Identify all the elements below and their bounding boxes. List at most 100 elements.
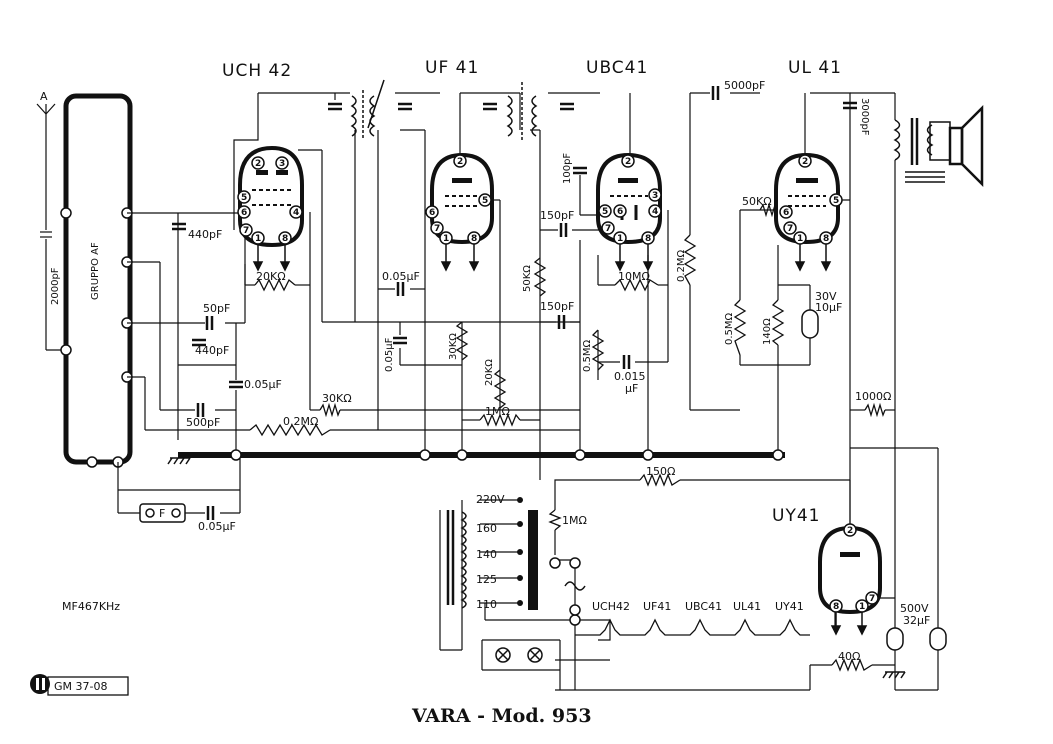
svg-text:0.05µF: 0.05µF: [382, 270, 420, 283]
svg-text:150pF: 150pF: [540, 300, 574, 313]
svg-text:UBC41: UBC41: [685, 600, 722, 613]
svg-text:100pF: 100pF: [562, 153, 573, 184]
gruppo-af-box: [63, 93, 133, 465]
svg-text:110: 110: [476, 598, 497, 611]
svg-text:30KΩ: 30KΩ: [322, 392, 352, 405]
svg-text:440pF: 440pF: [195, 344, 229, 357]
resistors: [249, 202, 886, 672]
svg-text:UF41: UF41: [643, 600, 671, 613]
fuse-icon: [139, 503, 186, 523]
svg-text:20KΩ: 20KΩ: [256, 270, 286, 283]
if-transformers: [350, 79, 538, 140]
svg-text:7: 7: [605, 224, 611, 234]
tube-title-uch42: UCH 42: [222, 61, 292, 81]
electrolytic-caps: [801, 309, 947, 651]
svg-text:150pF: 150pF: [540, 209, 574, 222]
svg-text:5: 5: [833, 196, 839, 206]
svg-text:µF: µF: [625, 382, 638, 395]
svg-text:0.2MΩ: 0.2MΩ: [283, 415, 318, 428]
ground-icons: [167, 457, 906, 679]
mf-frequency-label: MF467KHz: [62, 600, 120, 613]
heater-arrows: [252, 244, 868, 636]
svg-text:6: 6: [241, 208, 247, 218]
svg-text:4: 4: [652, 207, 658, 217]
svg-text:1: 1: [859, 602, 865, 612]
svg-text:8: 8: [823, 234, 829, 244]
svg-text:5: 5: [241, 193, 247, 203]
svg-text:500V: 500V: [900, 602, 929, 615]
svg-text:160: 160: [476, 522, 497, 535]
fuse-label: F: [159, 507, 165, 520]
component-labels: 440pF 20KΩ 50pF 440pF 0.05µF 500pF 30KΩ …: [186, 79, 930, 663]
svg-text:3000pF: 3000pF: [859, 98, 870, 136]
antenna-symbol: [36, 103, 66, 351]
svg-text:0.5MΩ: 0.5MΩ: [724, 312, 735, 345]
tube-title-uf41: UF 41: [425, 58, 479, 78]
heater-labels: UCH42 UF41 UBC41 UL41 UY41: [592, 600, 804, 613]
svg-text:6: 6: [617, 207, 623, 217]
tube-ul41: [774, 152, 840, 245]
svg-text:1: 1: [617, 234, 623, 244]
svg-text:2: 2: [625, 157, 631, 167]
tube-ubc41: [596, 152, 662, 245]
svg-text:125: 125: [476, 573, 497, 586]
svg-text:50KΩ: 50KΩ: [742, 195, 772, 208]
svg-text:150Ω: 150Ω: [646, 465, 675, 478]
svg-text:2: 2: [802, 157, 808, 167]
svg-text:220V: 220V: [476, 493, 505, 506]
tube-pin-labels: 2 3 5 6 4 7 1 8 2 6 5 7 1 8 2 3 5 6 4 7 …: [241, 157, 875, 612]
svg-text:1000Ω: 1000Ω: [855, 390, 891, 403]
svg-text:10µF: 10µF: [815, 301, 842, 314]
svg-text:2: 2: [255, 159, 261, 169]
svg-text:8: 8: [645, 234, 651, 244]
svg-text:140: 140: [476, 548, 497, 561]
output-transformer: [893, 118, 951, 183]
svg-text:0.05µF: 0.05µF: [198, 520, 236, 533]
svg-text:5: 5: [482, 196, 488, 206]
svg-text:6: 6: [429, 208, 435, 218]
svg-text:8: 8: [471, 234, 477, 244]
antenna-label: A: [40, 90, 48, 103]
svg-text:1: 1: [797, 234, 803, 244]
svg-text:0.05µF: 0.05µF: [244, 378, 282, 391]
svg-text:5: 5: [602, 207, 608, 217]
svg-text:20KΩ: 20KΩ: [484, 359, 495, 386]
svg-text:3: 3: [279, 159, 285, 169]
svg-text:40Ω: 40Ω: [838, 650, 860, 663]
svg-text:1: 1: [443, 234, 449, 244]
svg-text:UL41: UL41: [733, 600, 761, 613]
svg-text:UY41: UY41: [775, 600, 804, 613]
svg-text:140Ω: 140Ω: [762, 318, 773, 345]
svg-text:1MΩ: 1MΩ: [485, 405, 510, 418]
svg-text:3: 3: [652, 191, 658, 201]
ac-wave-icon: [564, 581, 586, 591]
svg-text:50KΩ: 50KΩ: [522, 265, 533, 292]
svg-text:0.5MΩ: 0.5MΩ: [582, 339, 593, 372]
mains-terminals: [569, 557, 581, 616]
svg-text:30V: 30V: [815, 290, 837, 303]
svg-text:0.015: 0.015: [614, 370, 646, 383]
svg-text:2: 2: [847, 526, 853, 536]
svg-text:0.2MΩ: 0.2MΩ: [676, 249, 687, 282]
tube-title-ul41: UL 41: [788, 58, 842, 78]
svg-text:1: 1: [255, 234, 261, 244]
svg-text:6: 6: [783, 208, 789, 218]
svg-text:5000pF: 5000pF: [724, 79, 765, 92]
svg-text:UCH42: UCH42: [592, 600, 630, 613]
svg-text:32µF: 32µF: [903, 614, 930, 627]
logo-badge: [30, 674, 129, 696]
svg-text:8: 8: [833, 602, 839, 612]
mains-transformer: [446, 510, 467, 609]
svg-text:4: 4: [293, 208, 299, 218]
voltage-selector[interactable]: [517, 497, 538, 610]
svg-text:30KΩ: 30KΩ: [448, 333, 459, 360]
svg-text:500pF: 500pF: [186, 416, 220, 429]
capacitors: [172, 86, 857, 520]
svg-text:7: 7: [434, 224, 440, 234]
svg-text:10MΩ: 10MΩ: [618, 270, 650, 283]
tube-title-ubc41: UBC41: [586, 58, 648, 78]
svg-text:7: 7: [869, 594, 875, 604]
heater-string: [575, 618, 810, 636]
page-title: VARA - Mod. 953: [411, 705, 592, 727]
